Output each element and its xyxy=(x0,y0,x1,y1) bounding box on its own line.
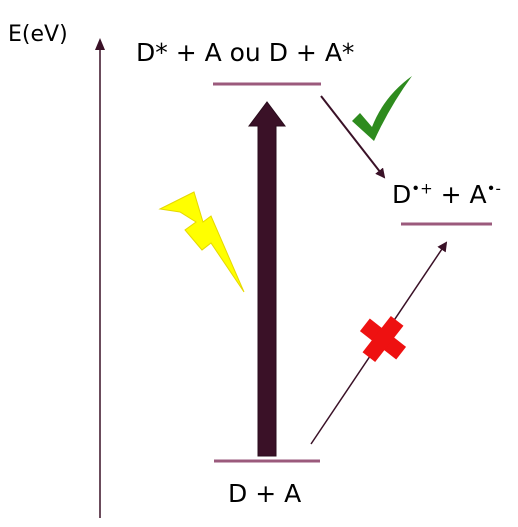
ground-state-label: D + A xyxy=(228,479,302,508)
donor-radical-cation-sup: •+ xyxy=(411,179,433,198)
acceptor-symbol: + A xyxy=(432,180,487,209)
acceptor-radical-anion-sup: •- xyxy=(486,179,501,198)
excited-state-label: D* + A ou D + A* xyxy=(136,38,355,67)
forward-transfer-arrow xyxy=(320,95,386,179)
lightning-icon xyxy=(158,191,245,293)
charge-separated-label: D•+ + A•- xyxy=(392,180,501,209)
cross-icon xyxy=(359,315,407,363)
energy-axis-arrowhead xyxy=(95,38,105,50)
check-icon xyxy=(352,76,412,141)
axis-label: E(eV) xyxy=(8,22,68,47)
excitation-arrow xyxy=(248,101,286,457)
donor-symbol: D xyxy=(392,180,412,209)
